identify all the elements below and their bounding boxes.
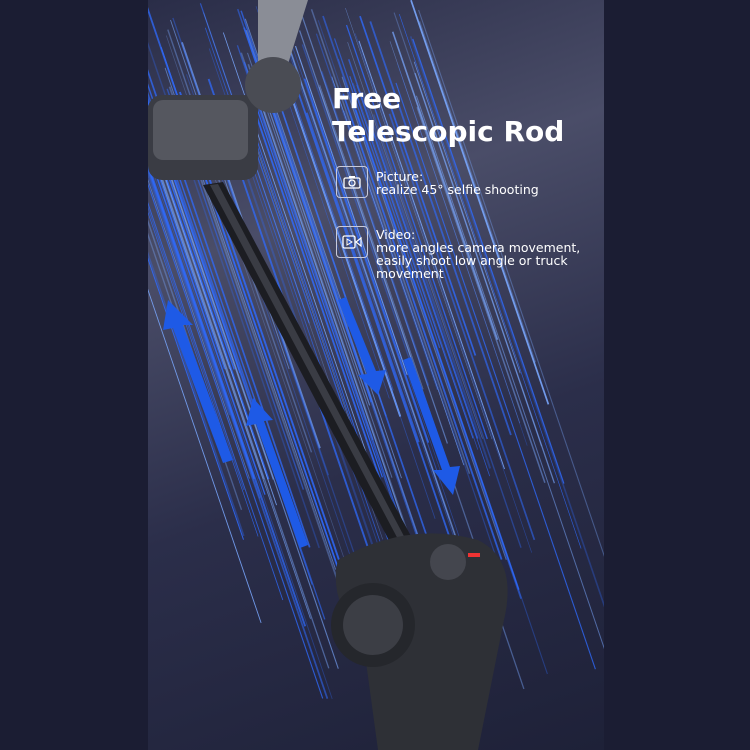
light-streak — [341, 76, 507, 560]
feature-picture: Picture: realize 45° selfie shooting — [336, 166, 539, 198]
light-streak — [317, 20, 444, 387]
light-streak — [294, 45, 408, 375]
light-streak — [415, 95, 604, 650]
gimbal-illustration — [148, 0, 604, 750]
light-streak — [249, 86, 383, 478]
light-streak — [414, 72, 556, 484]
light-streak — [388, 113, 536, 541]
headline-line2: Telescopic Rod — [332, 115, 565, 148]
light-streak — [292, 48, 481, 599]
light-streak — [148, 128, 230, 370]
light-streak — [148, 202, 284, 601]
light-streak — [312, 104, 441, 481]
light-streak — [349, 76, 474, 439]
light-streak — [342, 93, 503, 560]
light-streak — [236, 45, 401, 524]
light-streak — [410, 0, 550, 405]
light-streak — [315, 33, 439, 391]
light-streak — [245, 29, 437, 589]
light-streak — [343, 110, 498, 560]
light-streak — [299, 10, 448, 444]
light-streak — [412, 38, 565, 484]
light-streak — [148, 94, 279, 481]
feature-text: realize 45° selfie shooting — [376, 182, 539, 197]
arrow-down-icon — [403, 357, 460, 495]
direction-arrows — [163, 297, 460, 548]
light-streak — [148, 173, 231, 416]
light-streak — [148, 168, 329, 699]
light-streak — [322, 15, 522, 599]
light-streak — [333, 38, 441, 349]
light-streak — [352, 83, 479, 450]
light-streak — [391, 31, 499, 341]
light-streak — [148, 288, 262, 624]
headline-line1: Free — [332, 82, 402, 115]
light-streak — [278, 35, 473, 603]
light-streak — [347, 58, 479, 439]
arrow-down-icon — [338, 297, 386, 395]
gimbal — [148, 0, 508, 750]
light-streak — [331, 76, 465, 466]
light-streak — [399, 14, 582, 549]
light-streak — [359, 15, 477, 356]
light-streak — [317, 111, 442, 473]
light-streak — [279, 21, 478, 600]
light-streak — [254, 67, 371, 406]
feature-label: Video: — [376, 227, 416, 242]
light-streak — [369, 21, 512, 436]
light-streak — [148, 182, 324, 699]
light-streak — [347, 41, 483, 439]
light-streak — [409, 36, 604, 608]
light-streak — [148, 164, 255, 479]
light-streak — [148, 155, 333, 700]
light-streak — [397, 63, 528, 446]
feature-text: movement — [376, 266, 444, 281]
light-streak — [418, 9, 604, 557]
light-streak — [247, 64, 427, 588]
light-streak — [413, 61, 521, 374]
light-streak — [373, 114, 522, 548]
light-streak — [148, 205, 245, 491]
light-streak — [148, 139, 311, 619]
light-streak — [337, 58, 548, 675]
arrow-up-icon — [246, 398, 308, 548]
light-streak — [284, 40, 485, 626]
light-streak — [148, 41, 320, 549]
light-streak — [303, 78, 430, 443]
light-streak — [418, 21, 537, 363]
feature-video: Video: more angles camera movement, easi… — [336, 226, 580, 280]
light-streak — [345, 24, 488, 440]
light-streak — [148, 134, 330, 669]
feature-label: Picture: — [376, 169, 424, 184]
light-streak — [148, 140, 226, 370]
light-streak — [148, 109, 274, 480]
feature-text: easily shoot low angle or truck — [376, 253, 568, 268]
light-streak — [416, 106, 546, 484]
product-panel — [148, 0, 604, 750]
video-icon — [336, 226, 368, 258]
light-streak — [148, 136, 265, 480]
camera-icon — [336, 166, 368, 198]
light-streak — [277, 58, 402, 417]
arrow-up-icon — [163, 300, 233, 463]
light-streak — [148, 113, 235, 370]
light-streak — [247, 52, 393, 478]
light-streak — [148, 121, 270, 480]
light-streak — [310, 8, 471, 474]
light-streak — [361, 91, 492, 469]
light-streak — [284, 76, 436, 519]
headline: Free Telescopic Rod — [332, 82, 564, 148]
light-streak — [395, 82, 596, 670]
light-streak — [305, 112, 420, 443]
light-streak — [358, 40, 505, 470]
light-streak — [148, 178, 250, 479]
feature-text: more angles camera movement, — [376, 240, 581, 255]
light-streak — [148, 148, 266, 495]
light-streak — [354, 33, 532, 553]
light-streak — [389, 41, 521, 424]
light-streak — [345, 7, 493, 440]
light-streak — [320, 71, 430, 386]
light-streak — [148, 151, 260, 479]
light-streak — [319, 84, 424, 390]
